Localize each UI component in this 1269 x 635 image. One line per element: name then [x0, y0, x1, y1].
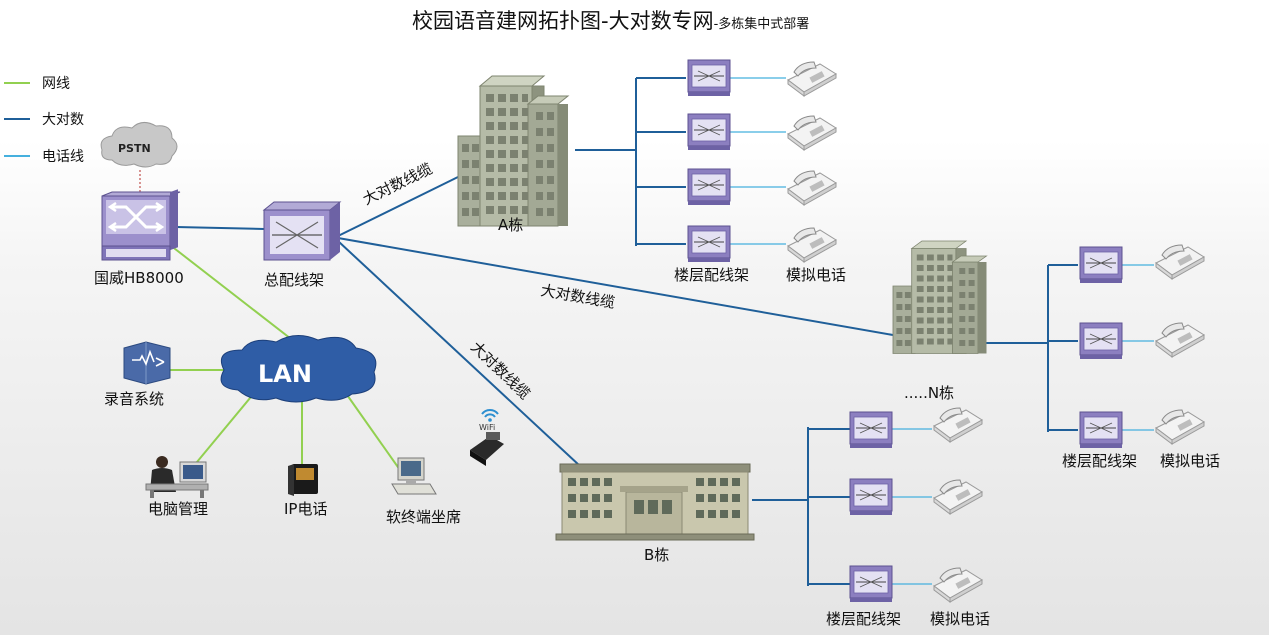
- phones-a: [787, 61, 837, 263]
- pstn-cloud-icon: PSTN: [100, 122, 178, 168]
- phones-n: [1155, 244, 1205, 445]
- legend: 网线 大对数 电话线: [4, 76, 84, 165]
- phones-b: [933, 407, 983, 603]
- analog-phone-icon: [933, 407, 983, 443]
- title-main: 校园语音建网拓扑图-大对数专网: [412, 9, 714, 33]
- cable-label-n: 大对数线缆: [539, 281, 616, 312]
- lan-label: LAN: [258, 360, 312, 388]
- softphone-seat-label: 软终端坐席: [386, 508, 461, 526]
- recording-system-icon: [123, 341, 171, 385]
- floor-frame-label-n: 楼层配线架: [1062, 452, 1137, 470]
- ip-phone-label: IP电话: [284, 500, 327, 518]
- softphone-seat-icon: [391, 457, 437, 495]
- pc-management-icon: [145, 456, 209, 498]
- recording-system-label: 录音系统: [104, 390, 164, 408]
- floor-frame-icon: [1079, 322, 1123, 360]
- diagram-title: 校园语音建网拓扑图-大对数专网-多栋集中式部署: [412, 9, 809, 33]
- title-sub: -多栋集中式部署: [714, 16, 810, 32]
- analog-phone-icon: [1155, 322, 1205, 358]
- wifi-phone-icon: WiFi: [470, 409, 504, 466]
- ip-phone-icon: [288, 464, 318, 496]
- floor-frames-a: [687, 59, 731, 263]
- lan-cloud-icon: LAN: [220, 335, 377, 403]
- pbx-switch-icon: [101, 189, 181, 261]
- building-a-icon: [457, 75, 569, 227]
- cable-label-a: 大对数线缆: [360, 160, 435, 209]
- floor-frames-n: [1079, 246, 1123, 449]
- trunk-lines: [175, 77, 1078, 586]
- building-a-label: A栋: [498, 216, 523, 234]
- pstn-label: PSTN: [118, 142, 151, 155]
- analog-phone-label-b: 模拟电话: [930, 610, 990, 628]
- analog-phone-icon: [787, 227, 837, 263]
- floor-frame-icon: [849, 565, 893, 603]
- floor-frame-label-b: 楼层配线架: [826, 610, 901, 628]
- legend-label-phone: 电话线: [42, 149, 84, 165]
- floor-frame-icon: [687, 113, 731, 151]
- analog-phone-label-a: 模拟电话: [786, 266, 846, 284]
- main-frame-icon: [262, 201, 342, 261]
- building-b-icon: [555, 463, 755, 541]
- floor-frame-icon: [849, 478, 893, 516]
- analog-phone-icon: [787, 170, 837, 206]
- analog-phone-icon: [1155, 409, 1205, 445]
- building-n-icon: [892, 240, 987, 354]
- analog-phone-icon: [1155, 244, 1205, 280]
- legend-label-trunk: 大对数: [42, 112, 84, 128]
- legend-label-lan: 网线: [42, 76, 70, 92]
- main-frame-label: 总配线架: [264, 271, 324, 289]
- analog-phone-label-n: 模拟电话: [1160, 452, 1220, 470]
- floor-frame-icon: [687, 168, 731, 206]
- analog-phone-icon: [933, 479, 983, 515]
- analog-phone-icon: [787, 61, 837, 97]
- floor-frame-icon: [1079, 246, 1123, 284]
- building-n-label: .....N栋: [904, 384, 954, 402]
- floor-frame-icon: [849, 411, 893, 449]
- floor-frame-label-a: 楼层配线架: [674, 266, 749, 284]
- floor-frame-icon: [687, 59, 731, 97]
- floor-frame-icon: [1079, 411, 1123, 449]
- floor-frame-icon: [687, 225, 731, 263]
- wifi-label: WiFi: [479, 423, 495, 432]
- analog-phone-icon: [933, 567, 983, 603]
- phone-lines: [730, 77, 1154, 585]
- building-b-label: B栋: [644, 546, 669, 564]
- floor-frames-b: [849, 411, 893, 603]
- pbx-switch-label: 国威HB8000: [94, 269, 184, 287]
- analog-phone-icon: [787, 115, 837, 151]
- lan-lines: [169, 244, 401, 471]
- pc-management-label: 电脑管理: [148, 500, 208, 518]
